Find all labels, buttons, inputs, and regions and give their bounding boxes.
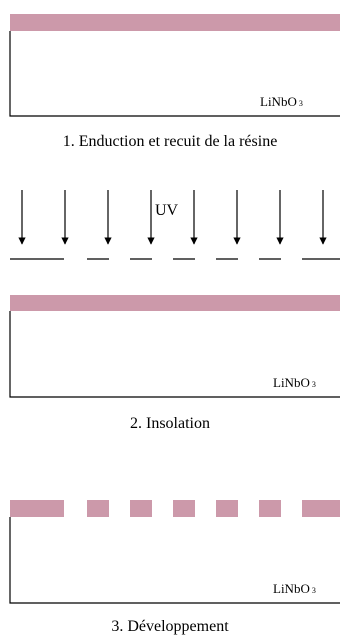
- resist-block: [302, 500, 340, 517]
- step-1-caption: 1. Enduction et recuit de la résine: [63, 133, 278, 150]
- step-2-substrate: [9, 311, 340, 398]
- step-3-substrate: [9, 517, 340, 604]
- resist-block: [130, 500, 152, 517]
- step-2-caption: 2. Insolation: [130, 415, 210, 432]
- step-1-substrate: [9, 31, 340, 117]
- resist-block: [216, 500, 238, 517]
- uv-arrows: [18, 190, 327, 245]
- resist-block: [87, 500, 109, 517]
- step-2-resist-layer: [10, 295, 340, 311]
- step-1-resist-layer: [10, 14, 340, 31]
- uv-label: UV: [155, 202, 179, 219]
- step-3-patterned-resist: [10, 500, 340, 517]
- resist-block: [173, 500, 195, 517]
- uv-exposure: UV: [10, 190, 340, 260]
- resist-block: [259, 500, 281, 517]
- resist-block: [10, 500, 64, 517]
- step-3-caption: 3. Développement: [111, 618, 229, 635]
